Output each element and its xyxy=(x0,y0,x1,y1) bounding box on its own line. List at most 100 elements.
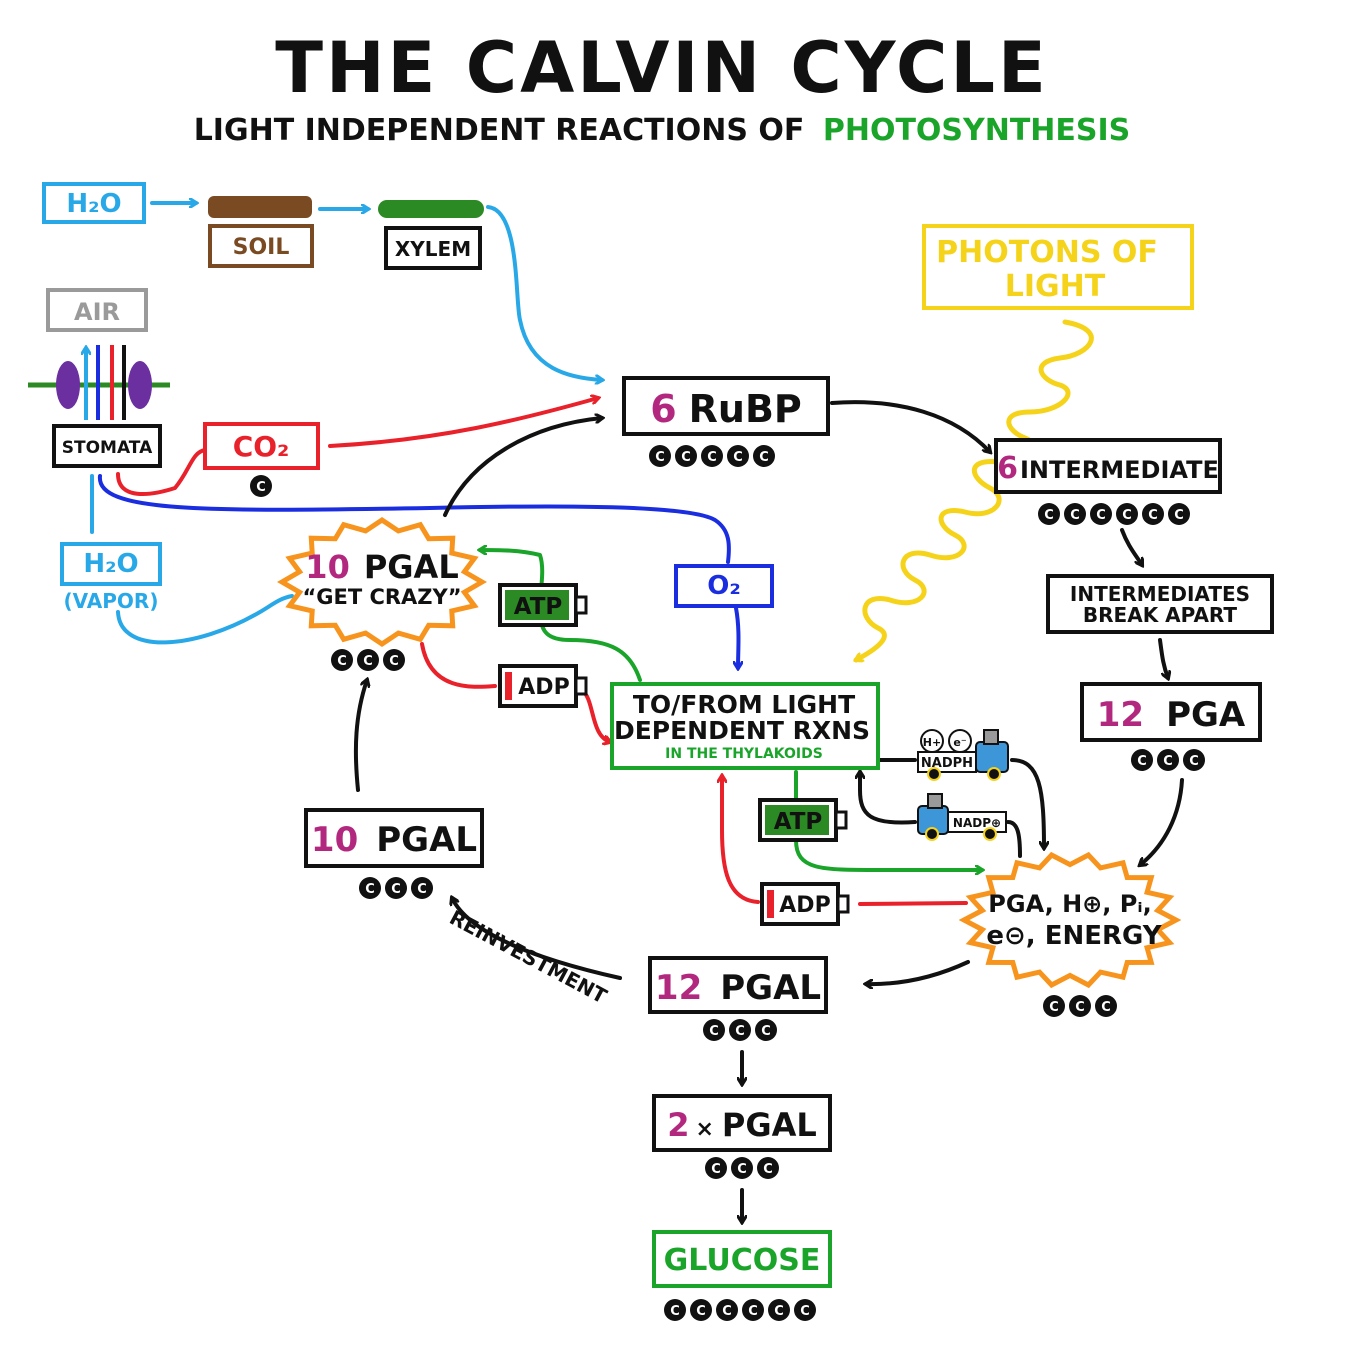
carbon-atom-letter: C xyxy=(774,1304,784,1319)
nadph-truck: NADPH H+ e⁻ xyxy=(917,729,1009,781)
guard-cell-right xyxy=(128,361,152,409)
carbon-atom xyxy=(1183,749,1205,771)
arrow-co2-to-rubp xyxy=(328,398,598,448)
pgal10-count: 10 xyxy=(311,820,358,860)
light-dependent-line3: IN THE THYLAKOIDS xyxy=(665,746,823,762)
carbon-atom-letter: C xyxy=(363,654,373,669)
carbon-atom-letter: C xyxy=(1096,508,1106,523)
carbon-atom xyxy=(250,475,272,497)
line-vapor-to-get-crazy xyxy=(116,594,294,645)
carbon-atom-letter: C xyxy=(759,450,769,465)
glucose-box: GLUCOSE xyxy=(652,1230,832,1288)
pgal2-label: PGAL xyxy=(722,1106,817,1144)
pgal2-box: 2×PGAL xyxy=(652,1094,832,1152)
photon-wave xyxy=(856,319,1094,660)
carbon-atom-letter: C xyxy=(391,882,401,897)
carbon-atom-letter: C xyxy=(1070,508,1080,523)
carbon-atom xyxy=(385,877,407,899)
carbon-atom xyxy=(664,1299,686,1321)
nadp-truck-wheel-2 xyxy=(983,827,997,841)
pgal12-count: 12 xyxy=(655,968,702,1008)
glucose-label: GLUCOSE xyxy=(664,1243,821,1278)
carbon-atom xyxy=(1043,995,1065,1017)
vapor-label: (VAPOR) xyxy=(64,589,159,613)
co2-box: CO₂ xyxy=(203,422,320,470)
carbon-atom-letter: C xyxy=(1189,754,1199,769)
vapor-box: H₂O (VAPOR) xyxy=(60,542,162,613)
adp-label-lower: ADP xyxy=(779,893,830,918)
o2-box: O₂ xyxy=(674,564,774,608)
carbon-atom xyxy=(1116,503,1138,525)
atp-battery-lower: ATP xyxy=(758,798,848,842)
break-apart-line2: BREAK APART xyxy=(1083,603,1238,627)
nadph-cargo-proton xyxy=(920,729,944,753)
carbon-atom xyxy=(675,445,697,467)
nadp-truck-bed xyxy=(947,811,1007,833)
get-crazy-quote: “GET CRAZY” xyxy=(302,585,461,609)
photons-line1: PHOTONS OF xyxy=(936,235,1158,270)
carbon-atom xyxy=(705,1157,727,1179)
air-box: AIR xyxy=(46,288,148,332)
adp-charge-upper xyxy=(505,672,512,700)
carbon-atom-letter: C xyxy=(763,1162,773,1177)
co2-carbons: C xyxy=(250,475,272,497)
pga12-count: 12 xyxy=(1097,695,1144,735)
carbon-atom-letter: C xyxy=(670,1304,680,1319)
carbon-atom-letter: C xyxy=(748,1304,758,1319)
carbon-atom xyxy=(1168,503,1190,525)
arrow-adp-to-light-dependent-2 xyxy=(722,776,760,904)
nadph-cargo-proton-label: H+ xyxy=(923,736,941,749)
carbon-atom-letter: C xyxy=(1137,754,1147,769)
carbon-atom-letter: C xyxy=(256,480,266,495)
arrow-breakapart-to-pga xyxy=(1158,638,1168,678)
air-label: AIR xyxy=(74,298,120,326)
nadph-truck-wheel-2 xyxy=(987,767,1001,781)
carbon-atom-letter: C xyxy=(735,1024,745,1039)
carbon-atom xyxy=(753,445,775,467)
break-apart-line1: INTERMEDIATES xyxy=(1070,582,1250,606)
arrow-reaction-to-pgal12 xyxy=(866,960,970,984)
carbon-atom-letter: C xyxy=(696,1304,706,1319)
rubp-count: 6 xyxy=(650,387,676,431)
arrow-xylem-to-rubp xyxy=(486,205,602,380)
carbon-atom xyxy=(1095,995,1117,1017)
carbon-atom xyxy=(727,445,749,467)
reaction-line2: e⊝, ENERGY xyxy=(986,921,1162,951)
arrow-reaction-to-light-adp xyxy=(858,901,968,906)
carbon-atom xyxy=(731,1157,753,1179)
carbon-atom xyxy=(1038,503,1060,525)
nadp-truck: NADP⊕ xyxy=(917,793,1007,841)
carbon-atom-letter: C xyxy=(1148,508,1158,523)
soil-box: SOIL xyxy=(208,196,314,268)
carbon-atom xyxy=(649,445,671,467)
connectors xyxy=(90,203,1184,1222)
arrow-nadp-to-light-dependent xyxy=(860,772,917,825)
carbon-atom xyxy=(742,1299,764,1321)
carbon-atom-letter: C xyxy=(709,1024,719,1039)
stomata-box: STOMATA xyxy=(52,424,162,468)
light-dependent-line2: DEPENDENT RXNS xyxy=(614,716,870,745)
water-box: H₂O xyxy=(42,182,146,224)
xylem-box: XYLEM xyxy=(378,200,484,270)
subtitle-prefix: LIGHT INDEPENDENT REACTIONS OF xyxy=(194,113,805,148)
arrow-nadph-to-reaction xyxy=(1010,758,1044,848)
break-apart-box: INTERMEDIATES BREAK APART xyxy=(1046,574,1274,634)
intermediate-box: 6INTERMEDIATE xyxy=(994,438,1222,494)
arrow-rubp-to-intermediate xyxy=(830,400,990,452)
